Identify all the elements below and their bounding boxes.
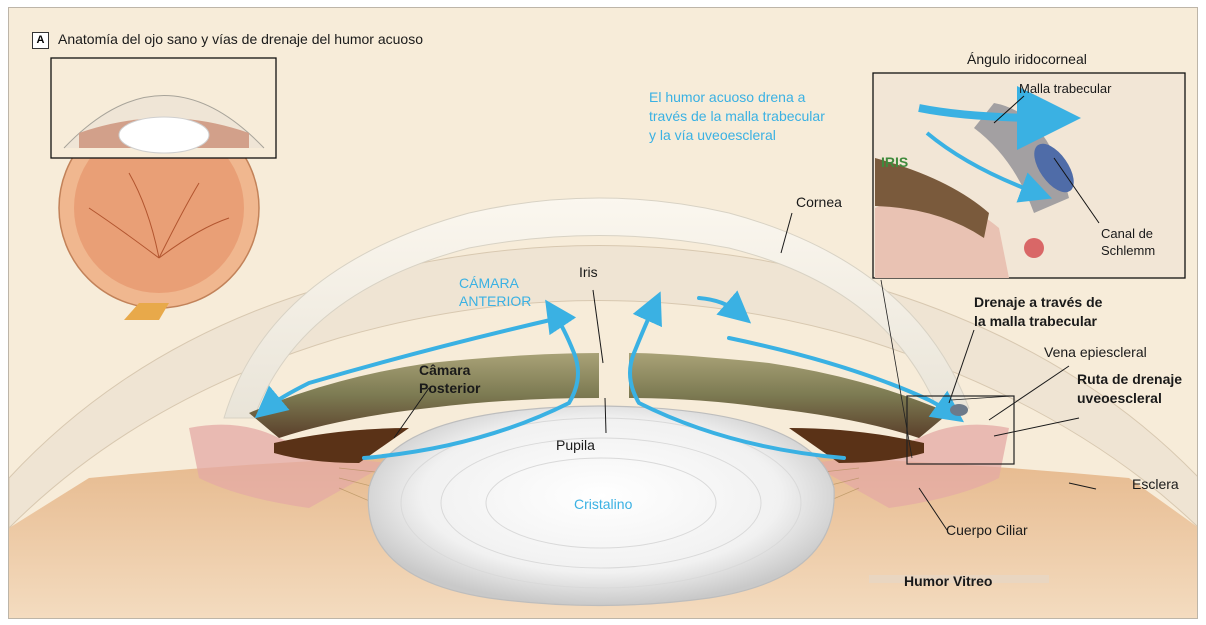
small-eye-globe-illustration [51,58,276,320]
label-malla-trabecular: Malla trabecular [1019,80,1112,97]
label-canal-de-schlemm: Canal de Schlemm [1101,225,1155,259]
label-pupila: Pupila [556,437,595,454]
panel-title: Anatomía del ojo sano y vías de drenaje … [58,31,423,48]
label-angulo-iridocorneal: Ángulo iridocorneal [967,51,1087,68]
label-iris-inset: IRIS [881,154,908,171]
label-vena-epiescleral: Vena epiescleral [1044,344,1147,361]
label-camara-posterior: Câmara Posterior [419,361,480,397]
label-cristalino: Cristalino [574,496,632,513]
label-camara-anterior: CÁMARA ANTERIOR [459,274,531,310]
label-cornea: Cornea [796,194,842,211]
label-ruta-uveoescleral: Ruta de drenaje uveoescleral [1077,370,1182,408]
label-humor-vitreo: Humor Vitreo [904,573,992,590]
figure-panel: A Anatomía del ojo sano y vías de drenaj… [8,7,1198,619]
panel-letter: A [32,32,49,49]
label-drenaje-malla: Drenaje a través de la malla trabecular [974,293,1102,331]
schlemm-canal-mark [950,404,968,416]
label-esclera: Esclera [1132,476,1179,493]
label-cuerpo-ciliar: Cuerpo Ciliar [946,522,1028,539]
label-humor-drena: El humor acuoso drena a través de la mal… [649,88,825,145]
label-iris: Iris [579,264,598,281]
